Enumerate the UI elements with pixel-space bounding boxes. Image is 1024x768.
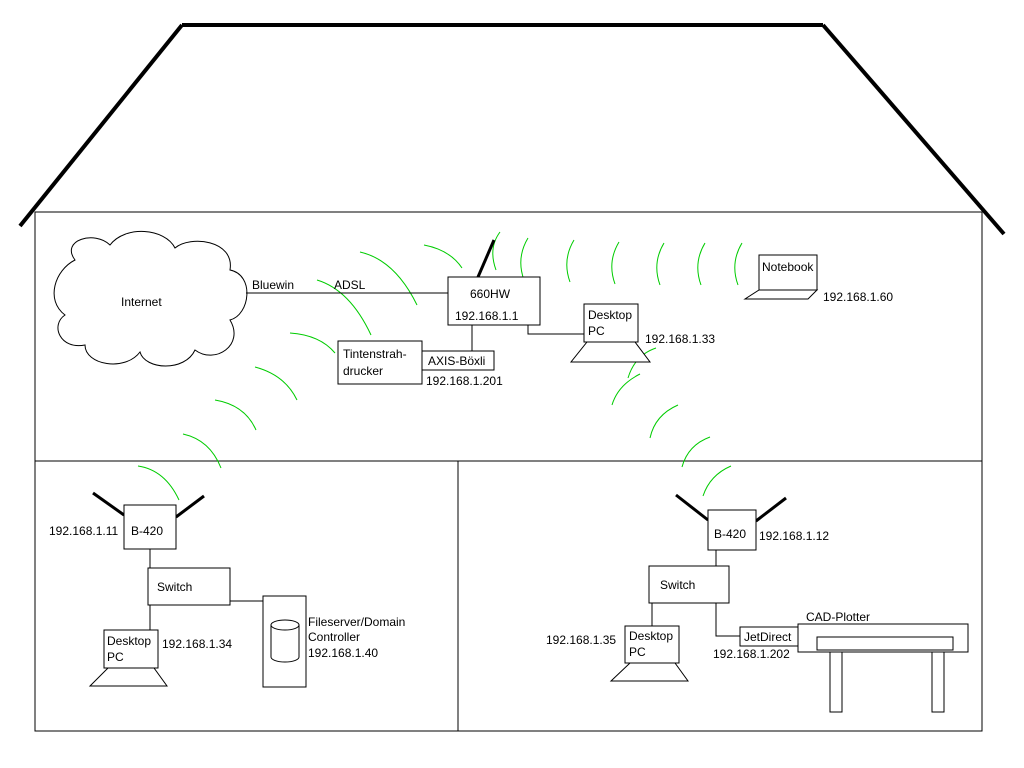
printer-label-line1: Tintenstrah-	[343, 347, 407, 361]
desktop-top-label-line1: Desktop	[588, 308, 632, 322]
antenna-left-icon	[92, 491, 125, 517]
right-switch: Switch	[648, 565, 730, 604]
router-label: 660HW	[470, 287, 511, 301]
internet-cloud: Internet	[53, 231, 248, 367]
keyboard-icon	[88, 667, 168, 687]
plotter-label: CAD-Plotter	[806, 610, 870, 624]
house-outline	[18, 23, 1006, 732]
left-bridge-label: B-420	[131, 524, 163, 538]
left-desktop-label-line1: Desktop	[107, 634, 151, 648]
provider-label: Bluewin	[252, 278, 294, 292]
right-desktop-label-line2: PC	[629, 645, 646, 659]
jetdirect-box: JetDirect	[739, 626, 799, 647]
antenna-right-icon	[175, 494, 205, 519]
right-desktop: Desktop PC	[609, 625, 689, 682]
keyboard-icon	[569, 341, 651, 363]
jetdirect-label: JetDirect	[744, 630, 792, 644]
router: 660HW 192.168.1.1	[447, 239, 541, 326]
file-server	[262, 595, 307, 688]
left-switch-label: Switch	[157, 580, 192, 594]
router-desktop-line	[527, 325, 584, 335]
right-bridge-label: B-420	[714, 527, 746, 541]
desktop-top-label-line2: PC	[588, 324, 605, 338]
desktop-pc-top: Desktop PC	[569, 303, 651, 363]
desktop-top-ip: 192.168.1.33	[645, 332, 715, 346]
printer-label-line2: drucker	[343, 364, 383, 378]
left-desktop-label-line2: PC	[107, 650, 124, 664]
left-switch: Switch	[147, 567, 231, 606]
laptop-base-icon	[743, 289, 819, 300]
server-label-line2: Controller	[308, 630, 360, 644]
internet-label: Internet	[121, 295, 162, 309]
server-ip: 192.168.1.40	[308, 646, 378, 660]
left-bridge-ip: 192.168.1.11	[49, 524, 119, 538]
cad-plotter	[797, 623, 969, 713]
antenna-left-icon	[675, 493, 709, 522]
right-desktop-label-line1: Desktop	[629, 629, 673, 643]
notebook-label: Notebook	[762, 260, 814, 274]
axis-print-server: AXIS-Böxli	[421, 350, 495, 371]
router-antenna-icon	[476, 239, 496, 278]
jetdirect-ip: 192.168.1.202	[713, 647, 790, 661]
left-desktop: Desktop PC	[88, 629, 168, 687]
right-bridge-ip: 192.168.1.12	[759, 529, 829, 543]
axis-label: AXIS-Böxli	[428, 354, 485, 368]
adsl-label: ADSL	[334, 278, 366, 292]
antenna-right-icon	[755, 496, 787, 523]
right-switch-label: Switch	[660, 578, 695, 592]
right-desktop-ip: 192.168.1.35	[546, 633, 616, 647]
left-desktop-ip: 192.168.1.34	[162, 637, 232, 651]
inkjet-printer: Tintenstrah- drucker	[337, 340, 423, 385]
server-label-line1: Fileserver/Domain	[308, 615, 405, 629]
notebook: Notebook	[743, 254, 819, 300]
router-ip: 192.168.1.1	[455, 309, 519, 323]
printer-ip: 192.168.1.201	[426, 374, 503, 388]
notebook-ip: 192.168.1.60	[823, 290, 893, 304]
left-bridge: B-420	[92, 491, 205, 550]
right-switch-jetdirect-line	[715, 603, 740, 637]
keyboard-icon	[609, 662, 689, 682]
right-bridge: B-420	[675, 493, 787, 551]
database-icon	[270, 625, 300, 663]
